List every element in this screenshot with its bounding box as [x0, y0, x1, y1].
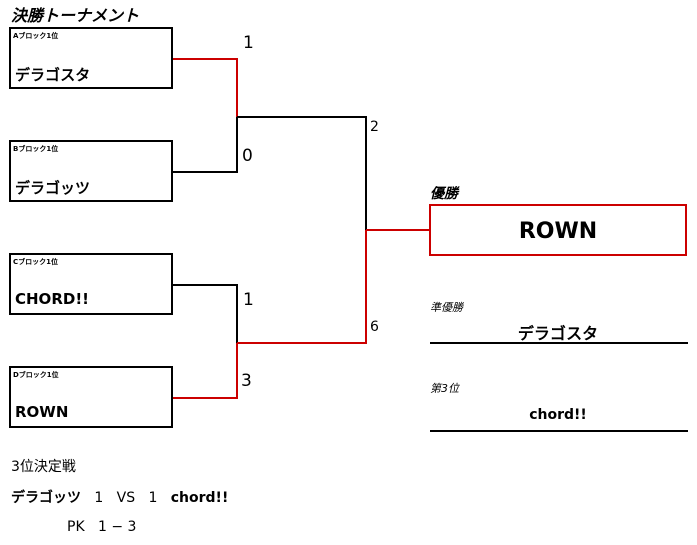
match-team1: デラゴッツ	[11, 490, 81, 506]
third-place-match-title: 3位決定戦	[11, 459, 76, 475]
third-name: chord!!	[529, 407, 587, 423]
team-name: デラゴスタ	[15, 66, 91, 84]
team-box-c: Cブロック1位 CHORD!!	[9, 253, 173, 315]
champion-name: ROWN	[518, 219, 598, 244]
team-name: デラゴッツ	[15, 179, 91, 197]
pk-label: PK	[67, 519, 85, 535]
bracket-line-semi1	[237, 116, 367, 230]
bracket-line-c	[173, 284, 238, 343]
block-label: Bブロック1位	[13, 145, 59, 153]
champion-label: 優勝	[430, 186, 458, 202]
bracket-line-semi2	[237, 230, 367, 344]
bracket-line-d	[173, 343, 238, 399]
score-final-bottom: 6	[370, 319, 379, 335]
match-score1: 1	[94, 490, 104, 506]
runner-up-underline	[430, 342, 688, 344]
match-team2: chord!!	[170, 490, 229, 506]
block-label: Dブロック1位	[13, 371, 59, 379]
bracket-line-b	[173, 117, 238, 173]
match-vs: VS	[116, 490, 136, 506]
match-score2: 1	[148, 490, 158, 506]
score-semi2-bottom: 3	[241, 371, 252, 391]
page-title: 決勝トーナメント	[11, 6, 140, 25]
champion-box: ROWN	[429, 204, 687, 256]
third-label: 第3位	[430, 382, 459, 395]
pk-row: PK 1 − 3	[67, 519, 136, 535]
block-label: Aブロック1位	[13, 32, 59, 40]
team-box-d: Dブロック1位 ROWN	[9, 366, 173, 428]
bracket-line-a	[173, 58, 238, 117]
runner-up-label: 準優勝	[430, 301, 463, 314]
block-label: Cブロック1位	[13, 258, 59, 266]
team-name: ROWN	[15, 403, 69, 421]
team-box-b: Bブロック1位 デラゴッツ	[9, 140, 173, 202]
score-semi1-bottom: 0	[242, 146, 253, 166]
third-underline	[430, 430, 688, 432]
score-semi1-top: 1	[243, 33, 254, 53]
third-place-match-row: デラゴッツ 1 VS 1 chord!!	[11, 487, 228, 507]
team-name: CHORD!!	[15, 290, 89, 308]
pk-score: 1 − 3	[97, 519, 137, 535]
score-final-top: 2	[370, 119, 379, 135]
team-box-a: Aブロック1位 デラゴスタ	[9, 27, 173, 89]
runner-up-name: デラゴスタ	[517, 324, 599, 343]
score-semi2-top: 1	[243, 290, 254, 310]
